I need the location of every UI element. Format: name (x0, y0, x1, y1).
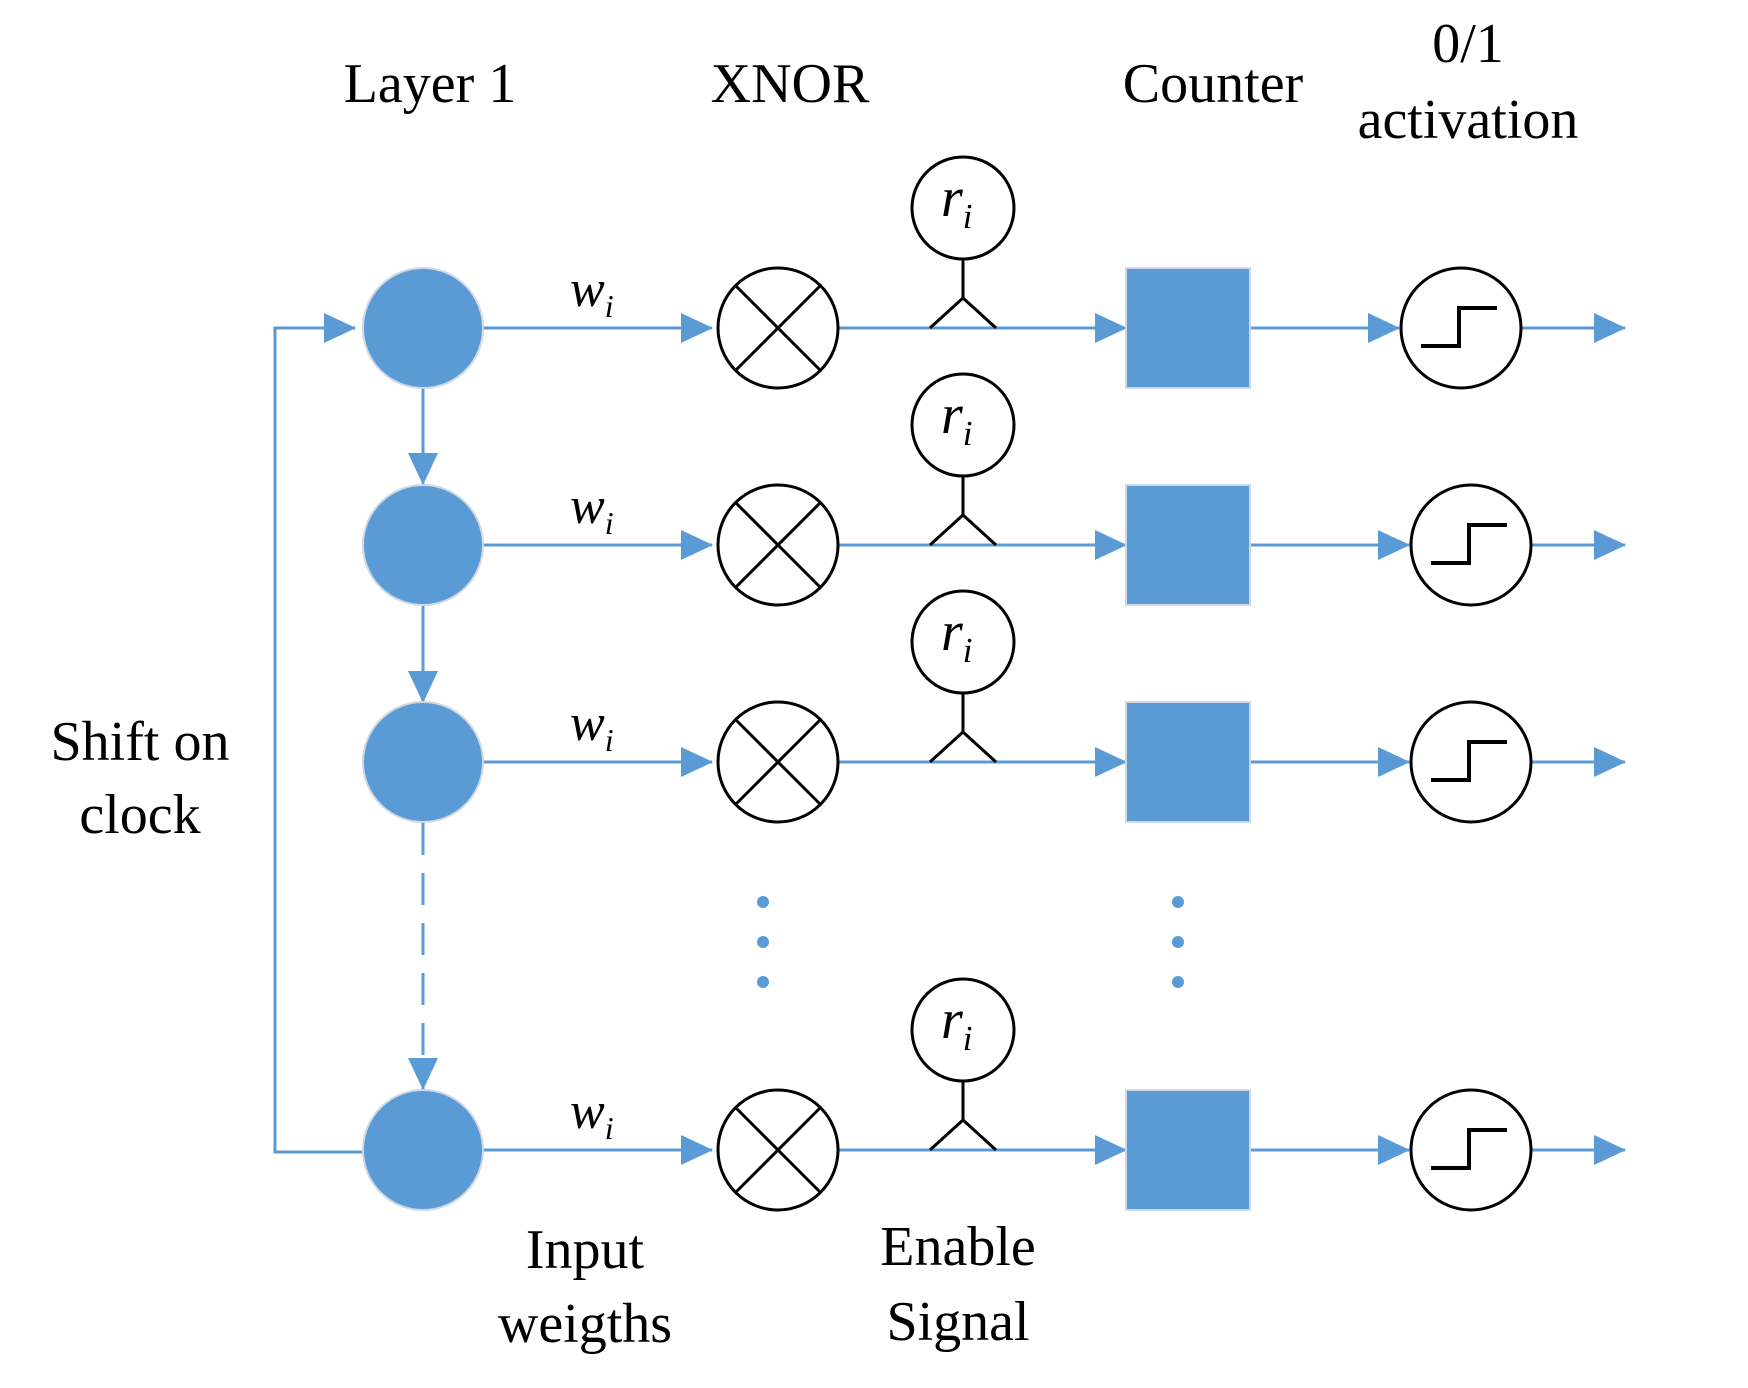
enable-symbol: ri (941, 989, 973, 1058)
step-function-icon (1421, 306, 1497, 348)
counter-block (1125, 267, 1251, 389)
input-weights-label-line2: weigths (498, 1293, 672, 1355)
xnor-cross-line (734, 284, 822, 372)
clock-feedback-line (273, 313, 410, 1154)
header-activation-line2: activation (1358, 89, 1579, 151)
weight-symbol: wi (570, 261, 614, 324)
counter-block (1125, 701, 1251, 823)
ellipsis-dot (1172, 976, 1184, 988)
counter-block (1125, 1089, 1251, 1211)
neuron-row: wi ri (362, 977, 1626, 1212)
layer-neuron (362, 267, 484, 389)
header-counter: Counter (1123, 53, 1304, 115)
enable-symbol: ri (941, 384, 973, 453)
header-xnor: XNOR (711, 53, 870, 115)
enable-signal-leg (961, 513, 998, 547)
layer-neuron (362, 1089, 484, 1211)
enable-signal-leg (928, 730, 965, 764)
ellipsis-dot (1172, 896, 1184, 908)
ellipsis-dot (1172, 936, 1184, 948)
enable-signal-leg (961, 730, 998, 764)
enable-symbol: ri (941, 167, 973, 236)
enable-signal-leg (961, 296, 998, 330)
xnor-cross-line (734, 501, 822, 589)
neuron-rows: wi ri wi ri wi ri wi ri (362, 155, 1626, 1212)
neuron-row: wi ri (362, 589, 1626, 824)
ellipsis-dot (757, 936, 769, 948)
xnor-cross-line (734, 1106, 822, 1194)
shift-on-clock-label-line2: clock (79, 784, 200, 846)
counter-block (1125, 484, 1251, 606)
weight-symbol: wi (570, 695, 614, 758)
step-function-icon (1431, 1128, 1507, 1170)
step-function-icon (1431, 740, 1507, 782)
ellipsis-dot (757, 976, 769, 988)
weight-symbol: wi (570, 1083, 614, 1146)
neuron-row: wi ri (362, 372, 1626, 607)
enable-signal-label-line1: Enable (880, 1216, 1035, 1278)
shift-on-clock-label-line1: Shift on (51, 711, 230, 773)
enable-signal-leg (928, 1118, 965, 1152)
header-layer-1: Layer 1 (344, 53, 517, 115)
enable-signal-label-line2: Signal (886, 1291, 1029, 1353)
step-function-icon (1431, 523, 1507, 565)
ellipsis-dot (757, 896, 769, 908)
enable-symbol: ri (941, 601, 973, 670)
weight-symbol: wi (570, 478, 614, 541)
header-activation-line1: 0/1 (1432, 13, 1504, 75)
xnor-ellipsis (757, 896, 769, 988)
enable-signal-leg (928, 513, 965, 547)
input-weights-label-line1: Input (526, 1219, 645, 1281)
layer-neuron (362, 701, 484, 823)
counter-ellipsis (1172, 896, 1184, 988)
neuron-row: wi ri (362, 155, 1626, 390)
layer-neuron (362, 484, 484, 606)
enable-signal-leg (961, 1118, 998, 1152)
xnor-cross-line (734, 718, 822, 806)
enable-signal-leg (928, 296, 965, 330)
